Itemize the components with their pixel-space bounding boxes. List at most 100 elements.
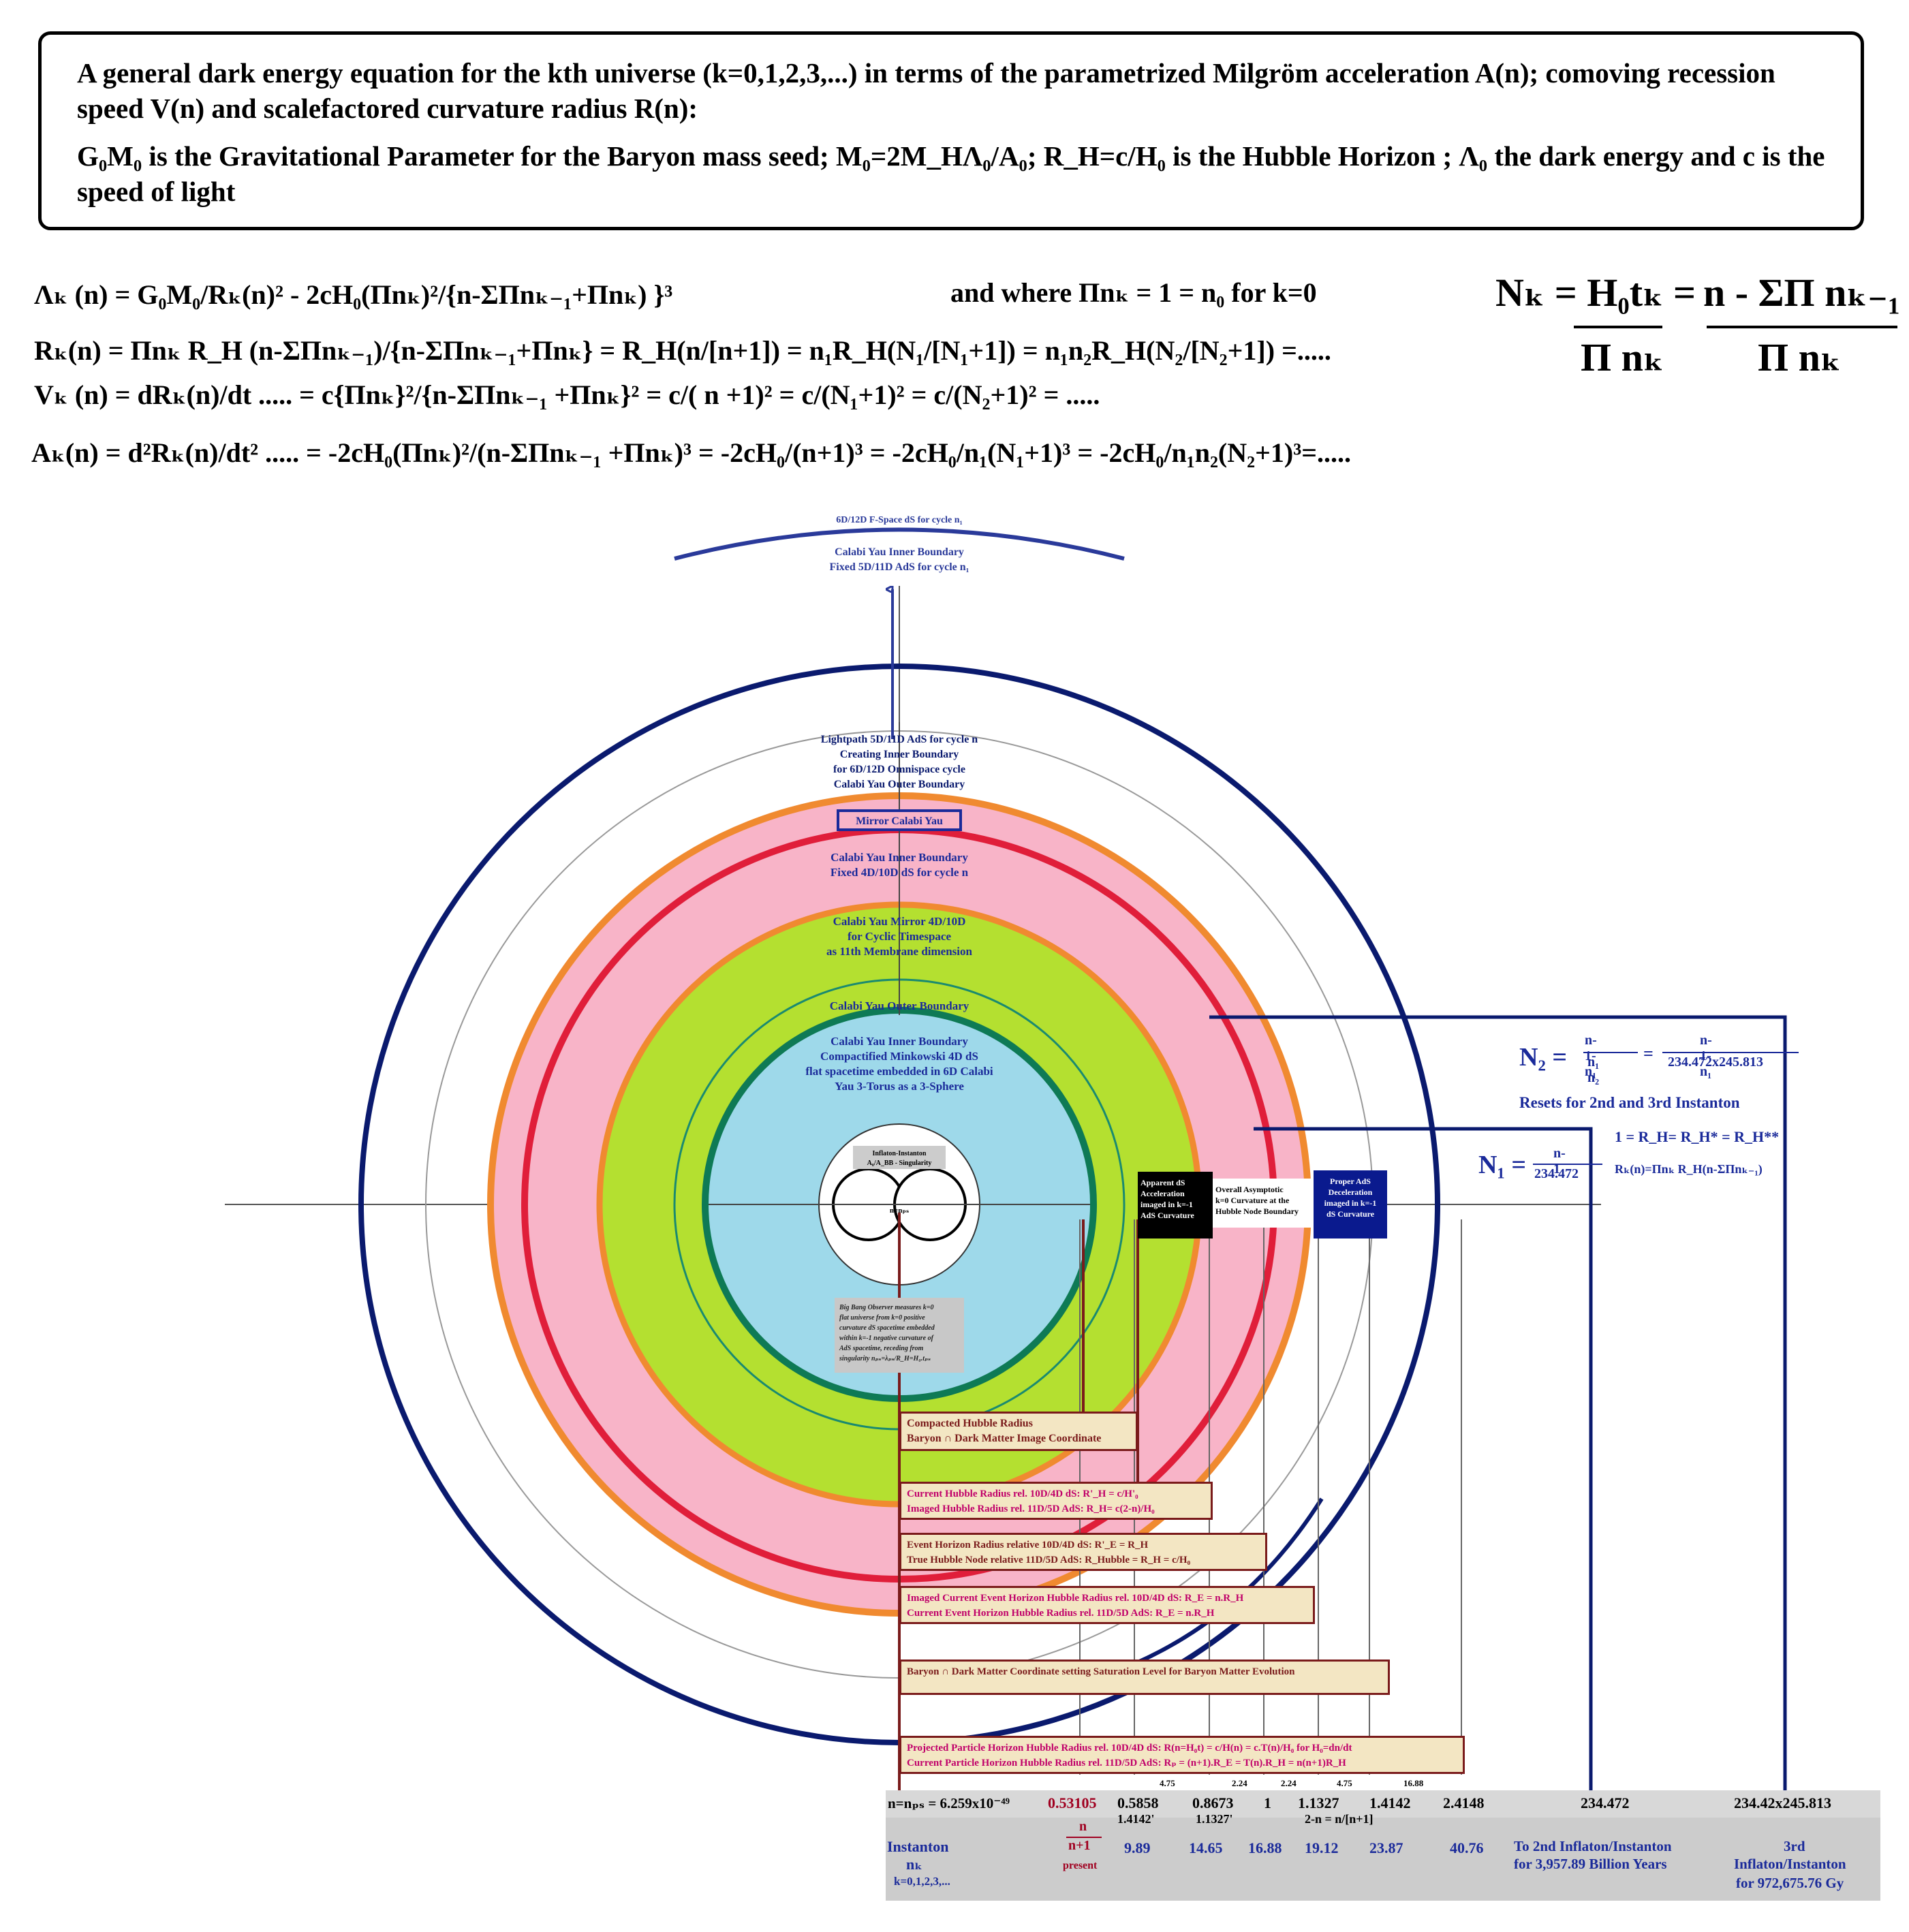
- label-mirror: Mirror Calabi Yau: [856, 815, 943, 827]
- svg-text:curvature dS spacetime embedde: curvature dS spacetime embedded: [839, 1324, 935, 1332]
- label-cy-inner-fixed-1: Calabi Yau Inner Boundary: [831, 851, 968, 864]
- N2-den2: 234.472x245.813: [1668, 1055, 1763, 1070]
- table-frac-line: [1066, 1837, 1102, 1838]
- svg-text:imaged in k=-1: imaged in k=-1: [1324, 1198, 1377, 1208]
- label-cy-outer: Calabi Yau Outer Boundary: [830, 999, 969, 1012]
- table-instanton-1: Instanton: [887, 1838, 949, 1855]
- observer-box: [835, 1298, 964, 1373]
- table-row-bottom: [886, 1818, 1880, 1901]
- svg-text:Proper AdS: Proper AdS: [1330, 1177, 1371, 1186]
- svg-text:Overall Asymptotic: Overall Asymptotic: [1215, 1185, 1284, 1194]
- mirror-box: [837, 809, 962, 831]
- equation-Nk-fraction-line-1: [1574, 326, 1662, 328]
- equation-V: Vₖ (n) = dRₖ(n)/dt ..... = c{Πnₖ}²/{n-ΣΠ…: [34, 379, 1100, 410]
- scale-label-5: 16.88: [1403, 1778, 1424, 1788]
- table-value-3: 1: [1264, 1794, 1271, 1811]
- table-bottom-3: 16.88: [1248, 1839, 1282, 1856]
- table-instanton-2: nₖ: [906, 1856, 922, 1873]
- label-lightpath-2: Creating Inner Boundary: [840, 749, 959, 760]
- identity-text: 1 = R_H= R_H* = R_H**: [1615, 1128, 1780, 1145]
- resets-text: Resets for 2nd and 3rd Instanton: [1519, 1094, 1740, 1111]
- scale-label-4: 4.75: [1337, 1778, 1352, 1788]
- proper-box: [1314, 1170, 1387, 1238]
- bar-imaged-event-horizon: Imaged Current Event Horizon Hubble Radi…: [899, 1586, 1315, 1624]
- label-instanton-2: A₀/A_BB - Singularity: [867, 1159, 932, 1167]
- label-nps: n=nₚₛ: [890, 1206, 909, 1215]
- table-instanton-3: k=0,1,2,3,...: [894, 1875, 950, 1888]
- N2-line1: [1583, 1052, 1638, 1053]
- equation-Nk-denominator-1: Π nₖ: [1581, 335, 1664, 379]
- label-instanton-1: Inflaton-Instanton: [873, 1150, 927, 1157]
- table-sub-2: 1.1327': [1196, 1812, 1233, 1826]
- proper-text: Proper AdS Deceleration imaged in k=-1 d…: [1324, 1177, 1377, 1219]
- svg-text:imaged in k=-1: imaged in k=-1: [1140, 1200, 1193, 1209]
- label-top-3: Fixed 5D/11D AdS for cycle n₁: [830, 561, 969, 573]
- table-bottom-5: 23.87: [1369, 1839, 1403, 1856]
- label-cy-compact-3: flat spacetime embedded in 6D Calabi: [805, 1065, 993, 1078]
- equation-Nk-numerator: n - ΣΠ nₖ₋₁: [1703, 270, 1900, 315]
- svg-text:Big Bang Observer measures k=0: Big Bang Observer measures k=0: [839, 1304, 933, 1311]
- N1-lhs: N₁ =: [1478, 1151, 1526, 1179]
- header-line-1: A general dark energy equation for the k…: [77, 57, 1775, 124]
- table-bottom-2: 14.65: [1189, 1839, 1223, 1856]
- N2-equals: =: [1643, 1044, 1654, 1063]
- label-lightpath-4: Calabi Yau Outer Boundary: [834, 779, 965, 790]
- svg-text:Acceleration: Acceleration: [1140, 1189, 1185, 1198]
- table-v1: 0.53105: [1048, 1794, 1097, 1811]
- svg-text:k=0 Curvature at the: k=0 Curvature at the: [1215, 1196, 1290, 1205]
- table-nps: n=nₚₛ = 6.259x10⁻⁴⁹: [888, 1795, 1010, 1811]
- header-line-2: G₀M₀ is the Gravitational Parameter for …: [77, 140, 1825, 207]
- svg-text:AdS Curvature: AdS Curvature: [1140, 1211, 1194, 1220]
- table-value-5: 1.4142: [1369, 1794, 1411, 1811]
- table-value-234: 234.472: [1581, 1794, 1630, 1811]
- N1-line: [1533, 1164, 1602, 1165]
- label-cy-compact-1: Calabi Yau Inner Boundary: [831, 1035, 968, 1048]
- svg-text:within k=-1 negative curvature: within k=-1 negative curvature of: [839, 1335, 935, 1342]
- navy-connectors: [1209, 1015, 1787, 1805]
- table-to-2nd-1: To 2nd Inflaton/Instanton: [1514, 1838, 1672, 1854]
- table-bottom-6: 40.76: [1450, 1839, 1484, 1856]
- svg-text:dS Curvature: dS Curvature: [1326, 1209, 1375, 1219]
- label-cy-compact-4: Yau 3-Torus as a 3-Sphere: [835, 1080, 964, 1093]
- apparent-text: Apparent dS Acceleration imaged in k=-1 …: [1140, 1178, 1194, 1220]
- scale-label-2: 2.24: [1232, 1778, 1247, 1788]
- equation-where: and where Πnₖ = 1 = n₀ for k=0: [950, 277, 1317, 308]
- bar-saturation-level: Baryon ∩ Dark Matter Coordinate setting …: [899, 1660, 1390, 1695]
- table-third-3: for 972,675.76 Gy: [1736, 1875, 1844, 1891]
- observer-text: Big Bang Observer measures k=0 flat univ…: [839, 1304, 935, 1362]
- label-top-2: Calabi Yau Inner Boundary: [835, 546, 964, 558]
- N1-num: n-1: [1553, 1146, 1566, 1177]
- label-top-1: 6D/12D F-Space dS for cycle n₁: [836, 515, 963, 525]
- table-value-2: 0.8673: [1192, 1794, 1234, 1811]
- scale-label-3: 2.24: [1281, 1778, 1297, 1788]
- table-third-2: Inflaton/Instanton: [1734, 1856, 1846, 1872]
- N2-den1: n₁ n₂: [1587, 1055, 1600, 1085]
- equation-Nk-lhs: Nₖ = H₀tₖ =: [1495, 270, 1696, 315]
- table-bottom-4: 19.12: [1305, 1839, 1339, 1856]
- N2-line2: [1662, 1052, 1799, 1053]
- table-value-4: 1.1327: [1298, 1794, 1339, 1811]
- top-boundary-arc: [674, 527, 1125, 561]
- svg-text:flat universe from k=0 positiv: flat universe from k=0 positive: [839, 1314, 925, 1322]
- table-frac-den: n+1: [1068, 1838, 1091, 1853]
- svg-text:Apparent dS: Apparent dS: [1140, 1178, 1185, 1187]
- table-nform: 2-n = n/[n+1]: [1305, 1812, 1373, 1826]
- label-cy-compact-2: Compactified Minkowski 4D dS: [820, 1050, 978, 1063]
- scale-label-1: 4.75: [1160, 1778, 1175, 1788]
- Rk-text: Rₖ(n)=Πnₖ R_H(n-ΣΠnₖ₋₁): [1615, 1162, 1763, 1176]
- label-lightpath-3: for 6D/12D Omnispace cycle: [833, 764, 965, 775]
- bar-event-horizon: Event Horizon Radius relative 10D/4D dS:…: [899, 1533, 1267, 1571]
- table-frac-num: n: [1079, 1819, 1087, 1834]
- equation-Nk-denominator-2: Π nₖ: [1758, 335, 1842, 379]
- table-value-prod: 234.42x245.813: [1734, 1794, 1831, 1811]
- table-row-top: [886, 1790, 1880, 1818]
- table-sub-1: 1.4142': [1117, 1812, 1155, 1826]
- svg-text:Hubble Node Boundary: Hubble Node Boundary: [1215, 1206, 1299, 1216]
- table-value-6: 2.4148: [1443, 1794, 1485, 1811]
- equation-A: Aₖ(n) = d²Rₖ(n)/dt² ..... = -2cH₀(Πnₖ)²/…: [31, 437, 1352, 468]
- table-third-1: 3rd: [1784, 1838, 1805, 1854]
- diagram-labels: 6D/12D F-Space dS for cycle n₁ Calabi Ya…: [805, 515, 993, 1093]
- svg-text:AdS spacetime, receding from: AdS spacetime, receding from: [839, 1345, 924, 1352]
